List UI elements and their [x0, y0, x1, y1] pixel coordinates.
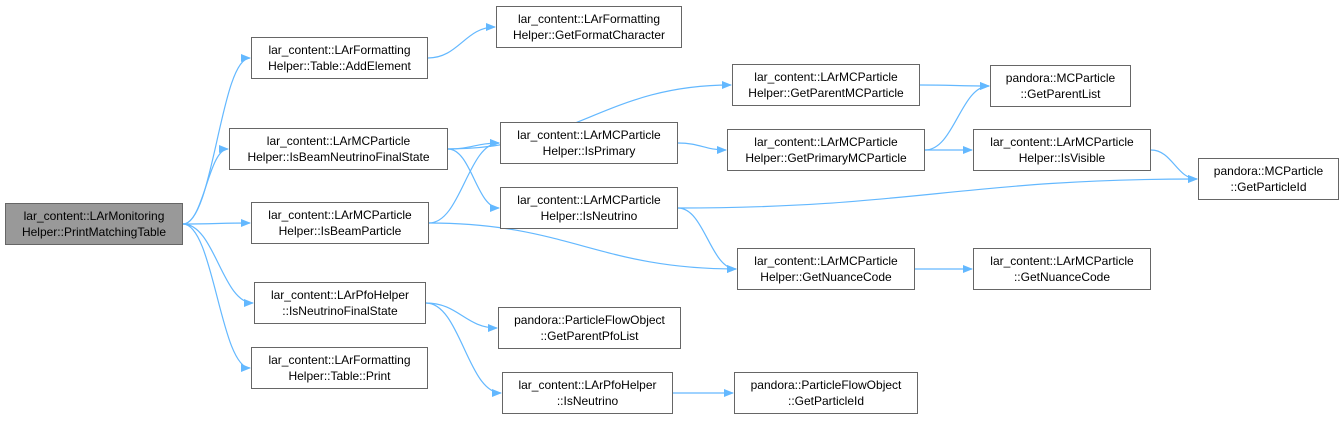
- node-label-line2: ::GetNuanceCode: [1013, 270, 1111, 284]
- node-label-line1: pandora::MCParticle: [1213, 164, 1324, 178]
- node-label-line2: Helper::GetFormatCharacter: [512, 28, 666, 42]
- node-label-line2: ::IsNeutrino: [556, 394, 619, 408]
- node-label-line2: ::GetParticleId: [787, 394, 865, 408]
- node-label-line1: lar_content::LArFormatting: [517, 12, 661, 26]
- node-pfo-is-neutrino-final-state[interactable]: lar_content::LArPfoHelper ::IsNeutrinoFi…: [254, 282, 426, 324]
- node-label-line1: lar_content::LArPfoHelper: [518, 378, 657, 392]
- node-label-line1: lar_content::LArMCParticle: [754, 135, 898, 149]
- node-table-add-element[interactable]: lar_content::LArFormatting Helper::Table…: [251, 37, 428, 79]
- node-label-line1: pandora::ParticleFlowObject: [514, 313, 665, 327]
- edge-isVisible-to-pandoraParticleId: [1150, 149, 1198, 183]
- node-label-line2: Helper::IsVisible: [1018, 151, 1106, 165]
- node-get-format-character[interactable]: lar_content::LArFormatting Helper::GetFo…: [496, 6, 682, 48]
- node-label-line1: lar_content::LArPfoHelper: [270, 288, 410, 302]
- node-table-print[interactable]: lar_content::LArFormatting Helper::Table…: [251, 347, 428, 389]
- node-label-line1: pandora::ParticleFlowObject: [750, 378, 902, 392]
- node-is-visible[interactable]: lar_content::LArMCParticle Helper::IsVis…: [973, 129, 1151, 171]
- node-label-line1: lar_content::LArMCParticle: [268, 208, 412, 222]
- edge-root-to-isBeamParticle: [182, 219, 251, 228]
- node-pfo-get-parent-pfo-list[interactable]: pandora::ParticleFlowObject ::GetParentP…: [498, 307, 681, 349]
- edge-isBeamParticle-to-getNuanceCodeHelper: [428, 222, 737, 273]
- edge-pfoIsNuFS-to-pfoIsNeutrino: [425, 302, 502, 397]
- node-label-line1: lar_content::LArMCParticle: [990, 254, 1134, 268]
- node-helper-get-nuance-code[interactable]: lar_content::LArMCParticle Helper::GetNu…: [737, 248, 915, 290]
- edge-addElement-to-getFormatChar: [427, 23, 496, 59]
- node-label-line2: Helper::Table::AddElement: [268, 59, 411, 73]
- edge-isBeamParticle-to-isPrimary: [428, 139, 500, 224]
- node-label-line2: ::IsNeutrinoFinalState: [282, 304, 398, 318]
- node-pfo-is-neutrino[interactable]: lar_content::LArPfoHelper ::IsNeutrino: [502, 372, 673, 414]
- edge-pfoIsNuFS-to-pfoParentList: [425, 302, 498, 332]
- node-label-line2: Helper::IsBeamParticle: [278, 224, 402, 238]
- node-pandora-get-parent-list[interactable]: pandora::MCParticle ::GetParentList: [990, 65, 1131, 107]
- edge-isPrimary-to-getPrimaryMC: [677, 142, 727, 154]
- edge-root-to-isBeamNuFS: [182, 145, 229, 225]
- node-label-line2: Helper::PrintMatchingTable: [21, 225, 167, 239]
- node-label-line2: Helper::IsPrimary: [542, 144, 636, 158]
- node-get-parent-mc-particle[interactable]: lar_content::LArMCParticle Helper::GetPa…: [732, 64, 920, 106]
- edge-root-to-tablePrint: [182, 223, 251, 372]
- node-label-line2: ::GetParentList: [1020, 87, 1101, 101]
- node-label-line1: lar_content::LArMCParticle: [754, 254, 898, 268]
- node-label-line1: lar_content::LArMCParticle: [266, 134, 411, 148]
- node-pandora-mc-get-particle-id[interactable]: pandora::MCParticle ::GetParticleId: [1198, 158, 1339, 200]
- node-label-line1: lar_content::LArMCParticle: [517, 128, 661, 142]
- node-get-primary-mc-particle[interactable]: lar_content::LArMCParticle Helper::GetPr…: [727, 129, 925, 171]
- node-label-line2: Helper::GetPrimaryMCParticle: [745, 151, 907, 165]
- node-is-primary[interactable]: lar_content::LArMCParticle Helper::IsPri…: [500, 122, 678, 164]
- node-label-line2: Helper::Table::Print: [288, 369, 391, 383]
- node-label-line2: Helper::IsNeutrino: [540, 209, 638, 223]
- node-label-line2: ::GetParticleId: [1230, 180, 1307, 194]
- node-is-beam-neutrino-final-state[interactable]: lar_content::LArMCParticle Helper::IsBea…: [229, 128, 448, 170]
- edge-isNeutrino-to-getNuanceCodeHelper: [677, 207, 737, 273]
- node-label-line2: Helper::IsBeamNeutrinoFinalState: [247, 150, 430, 164]
- node-is-neutrino[interactable]: lar_content::LArMCParticle Helper::IsNeu…: [500, 187, 678, 229]
- node-label-line1: lar_content::LArFormatting: [268, 353, 411, 367]
- edge-getParentMC-to-pandoraParentList: [919, 81, 990, 90]
- node-label-line1: lar_content::LArFormatting: [268, 43, 411, 57]
- node-label-line2: Helper::GetParentMCParticle: [748, 86, 904, 100]
- node-pfo-get-particle-id[interactable]: pandora::ParticleFlowObject ::GetParticl…: [734, 372, 918, 414]
- node-is-beam-particle[interactable]: lar_content::LArMCParticle Helper::IsBea…: [251, 202, 429, 244]
- edge-getPrimaryMC-to-pandoraParentList: [924, 82, 990, 151]
- node-label-line2: Helper::GetNuanceCode: [760, 270, 892, 284]
- edge-root-to-pfoIsNuFS: [182, 223, 254, 307]
- node-label-line1: lar_content::LArMCParticle: [990, 135, 1134, 149]
- node-label-line1: pandora::MCParticle: [1005, 71, 1116, 85]
- node-mcparticle-get-nuance-code[interactable]: lar_content::LArMCParticle ::GetNuanceCo…: [973, 248, 1151, 290]
- node-label-line1: lar_content::LArMCParticle: [754, 70, 898, 84]
- node-label-line1: lar_content::LArMonitoring: [23, 209, 165, 223]
- node-label-line1: lar_content::LArMCParticle: [517, 193, 661, 207]
- node-label-line2: ::GetParentPfoList: [540, 329, 639, 343]
- node-root-print-matching-table: lar_content::LArMonitoring Helper::Print…: [5, 203, 183, 245]
- edge-isBeamNuFS-to-isNeutrino: [447, 148, 500, 212]
- edge-isNeutrino-to-pandoraParticleId: [677, 175, 1198, 209]
